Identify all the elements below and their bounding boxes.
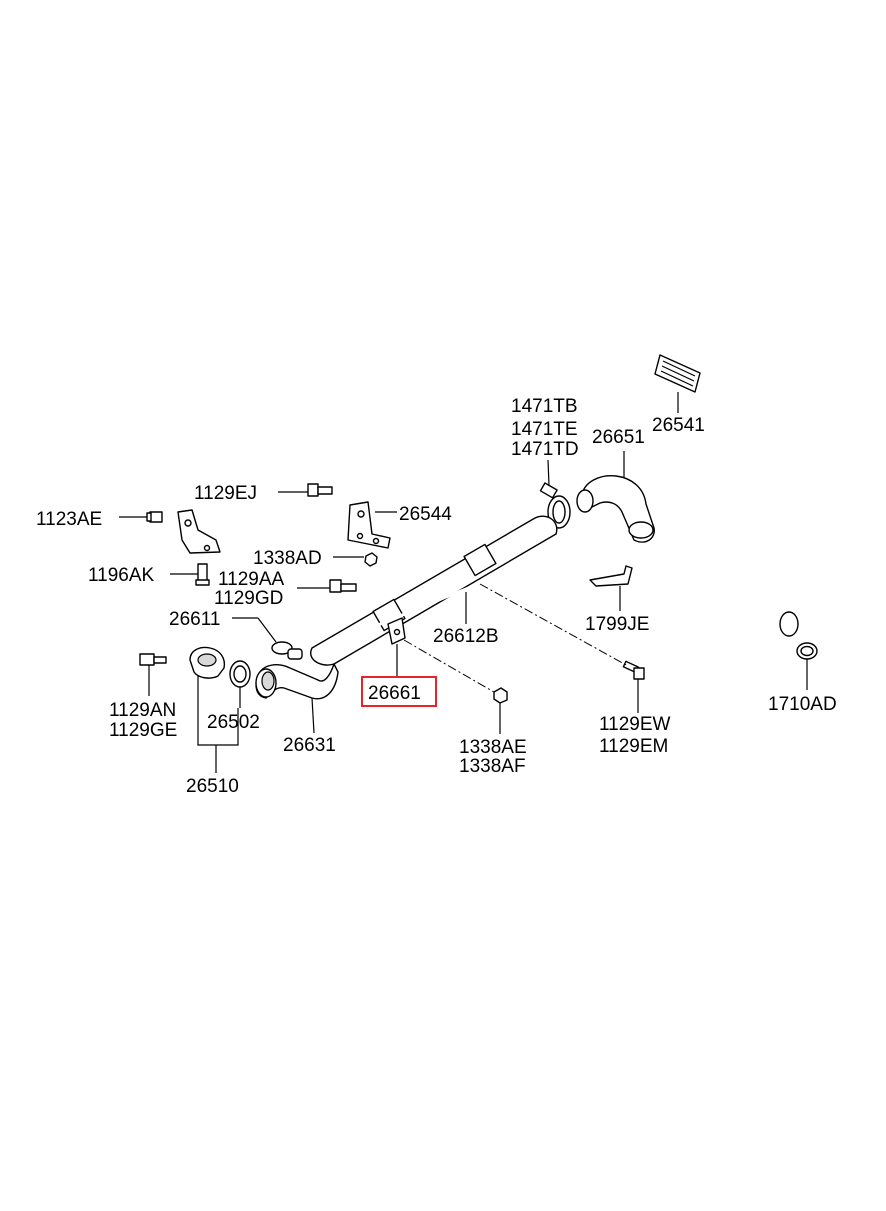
part-1799JE-clip[interactable] xyxy=(589,565,633,587)
callout-1196AK[interactable]: 1196AK xyxy=(88,565,155,586)
part-1710AD-gasket[interactable] xyxy=(796,642,818,660)
part-1196AK-bolt[interactable] xyxy=(195,563,210,586)
part-1129EW-bolt[interactable] xyxy=(622,660,645,680)
callout-26631[interactable]: 26631 xyxy=(283,735,336,756)
part-26541-label-plate[interactable] xyxy=(654,354,701,393)
callout-26544[interactable]: 26544 xyxy=(399,504,452,525)
callout-26612B[interactable]: 26612B xyxy=(433,626,499,647)
callout-1129GE[interactable]: 1129GE xyxy=(109,720,177,741)
callout-26541[interactable]: 26541 xyxy=(652,415,705,436)
callout-1129AN[interactable]: 1129AN xyxy=(109,700,176,721)
callout-1129EW[interactable]: 1129EW xyxy=(599,714,671,735)
callout-1710AD[interactable]: 1710AD xyxy=(768,694,837,715)
part-26611-hose-clip[interactable] xyxy=(271,641,303,660)
callout-1471TE[interactable]: 1471TE xyxy=(511,419,578,440)
part-26510-filler-cap[interactable] xyxy=(189,646,226,679)
part-1123AE-bolt[interactable] xyxy=(146,511,163,523)
leader-lines xyxy=(119,392,808,773)
callout-1799JE[interactable]: 1799JE xyxy=(585,614,649,635)
callout-1129EJ[interactable]: 1129EJ xyxy=(194,483,257,504)
highlight-box-26661 xyxy=(361,676,437,707)
part-26661-pipe-bracket[interactable] xyxy=(387,617,406,645)
part-1338AE-nut[interactable] xyxy=(493,687,508,704)
callout-1129GD[interactable]: 1129GD xyxy=(214,588,283,609)
callout-1129EM[interactable]: 1129EM xyxy=(599,736,668,757)
callout-26661[interactable]: 26661 xyxy=(368,683,421,704)
callout-labels: 1471TB 1471TE 1471TD 26541 26651 1129EJ … xyxy=(36,396,837,797)
part-26502-gasket[interactable] xyxy=(229,660,251,688)
part-1129EJ-bolt[interactable] xyxy=(307,483,333,497)
callout-26651[interactable]: 26651 xyxy=(592,427,645,448)
callout-26611[interactable]: 26611 xyxy=(169,609,220,630)
part-26612B-breather-hose[interactable] xyxy=(315,542,799,652)
callout-1129AA[interactable]: 1129AA xyxy=(218,569,285,590)
callout-1123AE[interactable]: 1123AE xyxy=(36,509,102,530)
part-1129AA-bolt[interactable] xyxy=(329,579,357,593)
callout-1338AF[interactable]: 1338AF xyxy=(459,756,526,777)
part-26651-elbow-hose[interactable] xyxy=(576,475,655,543)
callout-1338AD[interactable]: 1338AD xyxy=(253,548,322,569)
part-26544-bracket[interactable] xyxy=(347,501,391,549)
callout-1471TD[interactable]: 1471TD xyxy=(511,439,579,460)
part-1129AN-bolt[interactable] xyxy=(139,653,167,666)
part-26631-filler-neck-hose[interactable] xyxy=(255,663,339,700)
part-mounting-bracket[interactable] xyxy=(177,509,221,554)
callout-1338AE[interactable]: 1338AE xyxy=(459,737,527,758)
callout-1471TB[interactable]: 1471TB xyxy=(511,396,578,417)
callout-26510[interactable]: 26510 xyxy=(186,776,239,797)
part-1338AD-nut[interactable] xyxy=(364,552,378,567)
callout-26502[interactable]: 26502 xyxy=(207,712,260,733)
